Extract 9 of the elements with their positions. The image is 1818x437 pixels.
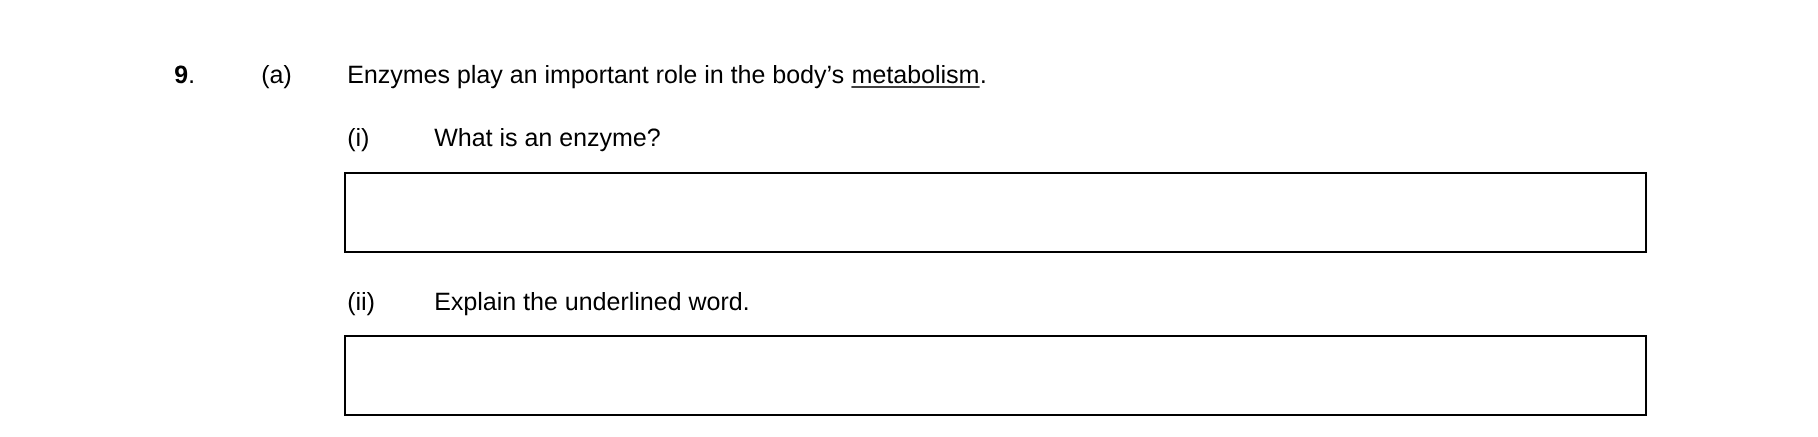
question-text: Explain the underlined word.	[436, 291, 748, 316]
subpart-label: (ii)	[348, 291, 374, 316]
punctuation: .	[982, 80, 985, 83]
answer-box	[344, 335, 1647, 416]
part-label: (a)	[262, 64, 291, 89]
answer-box	[344, 172, 1647, 253]
underlined-word: metabolism	[850, 64, 981, 88]
question-number: 9.	[175, 65, 193, 84]
question-text: Enzymes play an important role in the body’s	[349, 64, 844, 89]
